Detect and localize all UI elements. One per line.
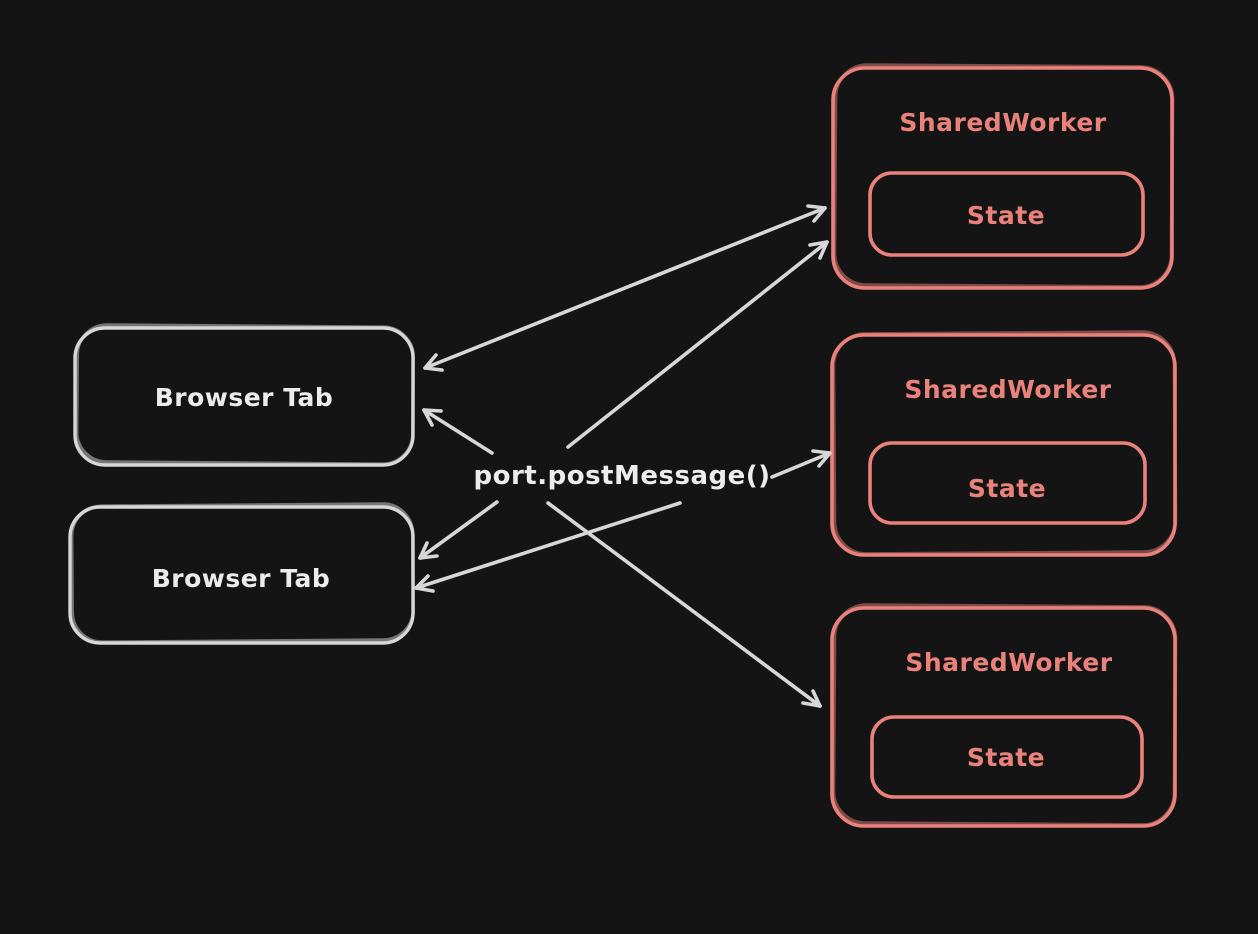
arrowhead <box>808 240 829 260</box>
state-box-1[interactable]: State <box>868 171 1145 257</box>
state-box-3[interactable]: State <box>870 715 1144 799</box>
arrow-label-tab2-short[interactable] <box>418 500 499 560</box>
arrowhead <box>423 353 444 372</box>
sharedworker-1-label: SharedWorker <box>899 108 1106 137</box>
state-box-2[interactable]: State <box>868 441 1147 525</box>
state-box-2-rect <box>868 441 1147 525</box>
browser-tab-1-box <box>73 326 415 467</box>
arrowhead <box>418 541 439 560</box>
browser-tab-node-2[interactable]: Browser Tab <box>68 502 415 645</box>
state-box-2-label: State <box>968 474 1046 503</box>
sharedworker-2-box <box>830 333 1177 557</box>
sharedworker-1-box <box>831 66 1174 290</box>
browser-tab-2-label: Browser Tab <box>152 564 331 593</box>
post-message-label[interactable]: port.postMessage() <box>474 461 771 491</box>
browser-tab-1-label: Browser Tab <box>155 383 334 412</box>
state-box-1-label: State <box>967 201 1045 230</box>
arrow-tab1-worker1-bidirectional[interactable] <box>423 204 827 372</box>
arrow-label-worker3[interactable] <box>546 501 822 708</box>
browser-tab-2-box <box>68 505 415 645</box>
arrow-line <box>422 408 494 455</box>
sharedworker-3-sketch-stroke <box>831 603 1178 827</box>
arrowhead <box>414 574 435 593</box>
state-box-3-rect <box>870 715 1144 799</box>
browser-tab-node-1[interactable]: Browser Tab <box>73 323 416 467</box>
arrowhead <box>801 689 822 708</box>
sharedworker-3-box <box>830 606 1177 828</box>
sharedworker-node-1[interactable]: SharedWorker State <box>831 63 1175 290</box>
arrowhead <box>811 449 832 468</box>
arrow-line <box>423 206 827 370</box>
arrow-line <box>770 451 832 479</box>
arrow-label-worker2[interactable] <box>770 449 832 479</box>
arrow-label-tab2-long[interactable] <box>414 501 682 593</box>
sharedworker-node-2[interactable]: SharedWorker State <box>830 330 1178 557</box>
arrow-line <box>566 240 829 449</box>
arrow-line <box>418 500 499 560</box>
sharedworker-3-label: SharedWorker <box>905 648 1112 677</box>
state-box-3-label: State <box>967 743 1045 772</box>
sharedworker-node-3[interactable]: SharedWorker State <box>830 603 1178 828</box>
arrow-line <box>414 501 682 590</box>
arrow-line <box>546 501 822 708</box>
arrowhead <box>806 204 827 223</box>
arrowhead <box>422 408 443 427</box>
arrow-label-worker1[interactable] <box>566 240 829 449</box>
state-box-1-rect <box>868 171 1145 257</box>
arrow-label-tab1[interactable] <box>422 408 494 455</box>
sharedworker-2-label: SharedWorker <box>904 375 1111 404</box>
